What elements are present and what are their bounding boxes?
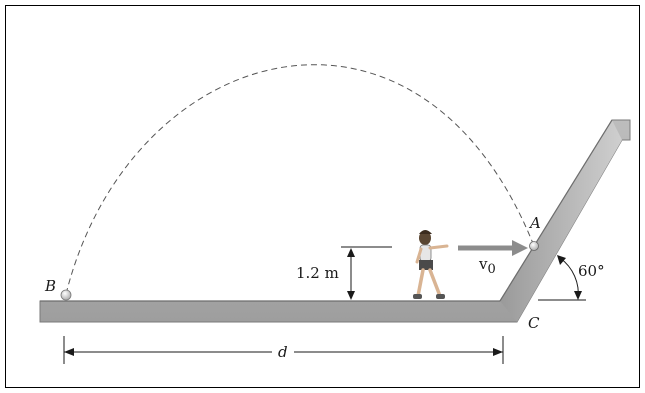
label-height: 1.2 m <box>296 264 339 282</box>
angle-arrow-bottom <box>574 291 582 300</box>
ball-at-a <box>529 241 539 251</box>
label-velocity: v0 <box>478 255 496 277</box>
label-point-a: A <box>528 214 541 232</box>
label-angle: 60° <box>578 262 605 280</box>
label-distance: d <box>278 343 288 361</box>
angle-arrow-top <box>557 255 566 265</box>
label-point-b: B <box>44 277 56 295</box>
trajectory-path <box>65 64 535 295</box>
distance-arrow-left <box>64 348 74 356</box>
distance-arrow-right <box>493 348 503 356</box>
height-arrow-up <box>347 248 355 257</box>
incline-top-edge <box>499 119 613 302</box>
figure-frame <box>5 5 640 388</box>
person-figure <box>413 230 449 299</box>
height-arrow-down <box>347 291 355 300</box>
velocity-arrow-head <box>512 240 528 256</box>
ball-at-b <box>60 289 72 301</box>
label-point-c: C <box>528 314 540 332</box>
incline-face <box>500 120 622 322</box>
